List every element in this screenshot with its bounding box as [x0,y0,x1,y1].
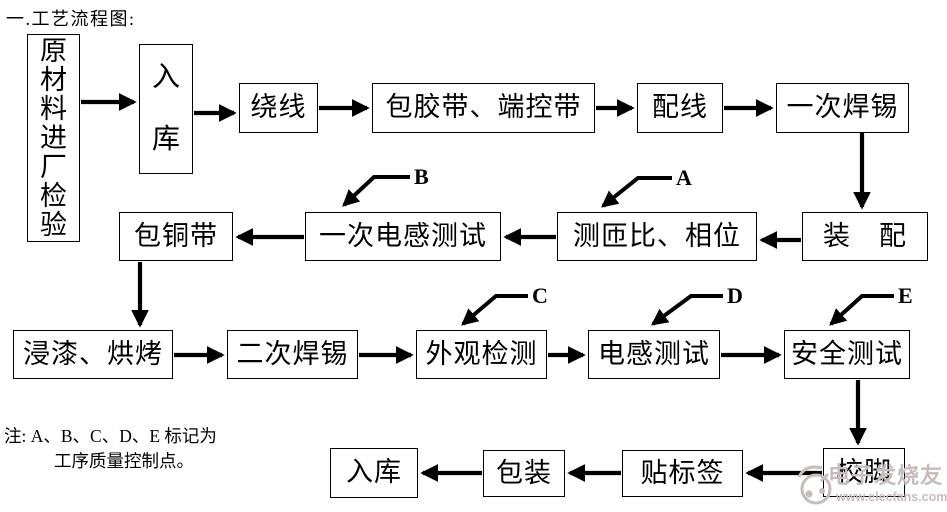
process-box-warehouse-in-bottom: 入库 [330,448,418,498]
process-box-label: 包铜带 [134,220,218,251]
process-box-first-soldering: 一次焊锡 [776,83,909,133]
process-box-raw-material-inspection: 原材料进厂检验 [27,34,80,242]
process-box-label: 一次焊锡 [786,92,899,123]
process-box-label: 包装 [496,457,552,488]
process-box-safety-test: 安全测试 [784,330,910,379]
callout-arrow-e [829,294,894,326]
control-point-b: B [414,164,429,189]
process-box-first-inductance-test: 一次电感测试 [305,212,501,261]
process-box-assembly: 装 配 [802,212,928,261]
control-point-e: E [898,283,913,308]
watermark-swoosh [797,465,823,478]
process-box-label: 原材料进厂检验 [40,35,67,240]
process-box-dip-paint-baking: 浸漆、烘烤 [13,330,173,379]
process-box-label: 浸漆、烘烤 [23,338,163,369]
process-box-labeling: 贴标签 [622,450,743,497]
callout-arrow-c [461,294,528,326]
callout-arrow-b [342,175,410,207]
watermark-url-text: www.elecfans.com [836,490,947,504]
process-box-label: 电感测试 [598,338,710,369]
process-box-inductance-test: 电感测试 [588,330,720,379]
control-point-c: C [532,283,548,308]
process-box-turns-ratio-phase-test: 测匝比、相位 [557,212,757,261]
process-box-warehouse-in-top: 入库 [139,44,193,174]
control-point-a: A [676,165,692,190]
process-box-winding: 绕线 [239,83,318,133]
process-box-second-soldering: 二次焊锡 [227,330,358,379]
watermark-brand-text: 电子发烧友 [828,463,944,488]
process-box-label: 校脚 [836,456,892,487]
process-box-label: 入库 [346,457,402,488]
process-box-label: 外观检测 [425,338,538,369]
process-box-label: 入库 [151,62,180,155]
process-box-copper-tape-wrapping: 包铜带 [119,212,233,261]
process-box-taping: 包胶带、端控带 [372,83,595,133]
process-box-label: 二次焊锡 [236,338,349,369]
process-box-label: 包胶带、端控带 [385,92,582,123]
control-point-d: D [727,283,743,308]
process-box-wiring: 配线 [637,83,723,133]
watermark: 电子发烧友 www.elecfans.com [795,455,947,512]
note-line-2: 工序质量控制点。 [54,451,194,471]
process-box-visual-inspection: 外观检测 [416,330,547,379]
process-box-label: 贴标签 [640,457,725,488]
process-box-label: 安全测试 [791,338,903,369]
callout-arrow-a [601,176,672,208]
process-box-label: 测匝比、相位 [573,220,741,251]
watermark-logo-icon [797,465,832,505]
process-box-pin-correction: 校脚 [823,448,905,497]
process-box-label: 绕线 [250,92,307,123]
watermark-circle [800,473,832,505]
note: 注: A、B、C、D、E 标记为 工序质量控制点。 [4,424,217,474]
diagram-title: 一.工艺流程图: [6,9,136,29]
process-box-packing: 包装 [483,450,565,497]
note-line-1: 注: A、B、C、D、E 标记为 [4,426,217,446]
process-box-label: 配线 [652,92,708,123]
process-box-label: 装 配 [823,220,907,251]
callout-arrow-d [650,294,723,326]
process-box-label: 一次电感测试 [319,220,487,251]
